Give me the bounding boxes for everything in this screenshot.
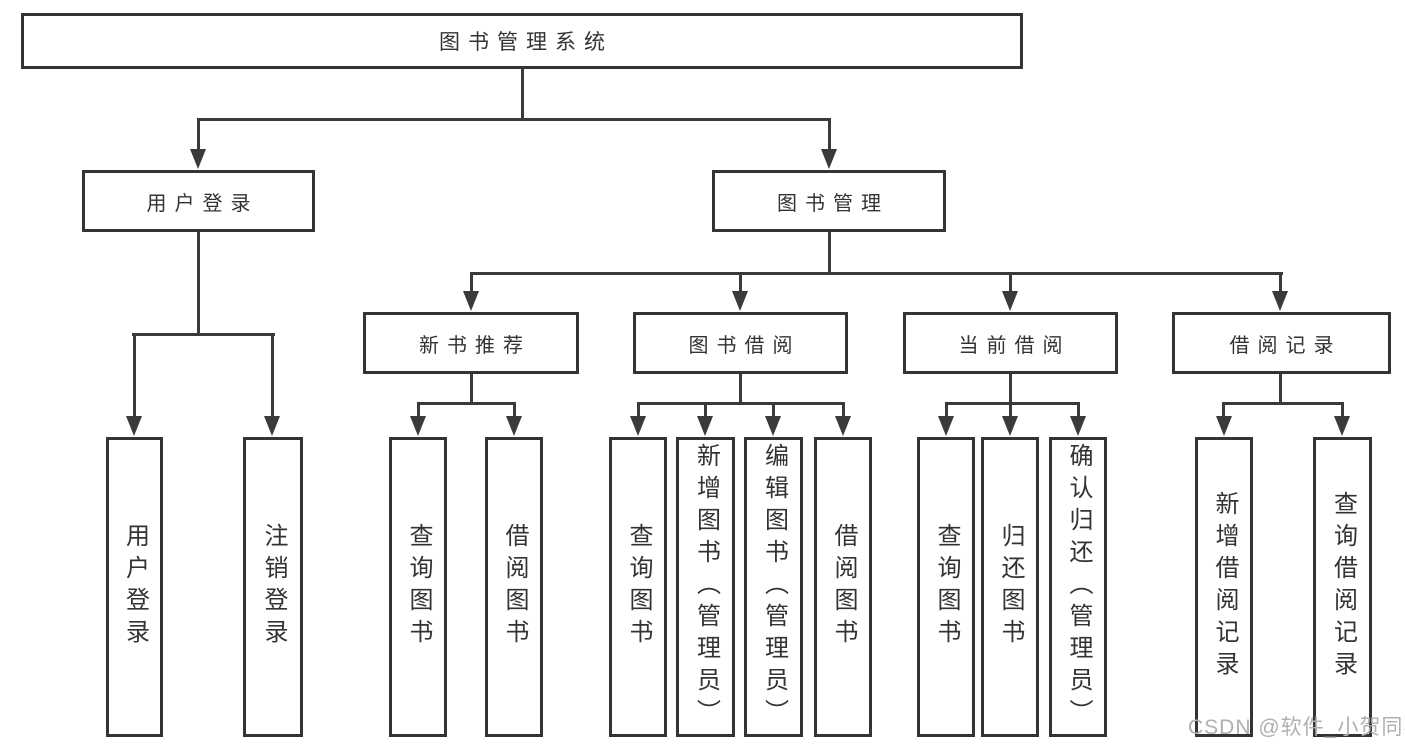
connector-segment	[704, 402, 707, 418]
connector-segment	[1009, 402, 1012, 418]
arrowhead-down-icon	[630, 416, 646, 436]
arrowhead-down-icon	[697, 416, 713, 436]
connector-segment	[945, 402, 1080, 405]
node-borrowing-records: 借阅记录	[1172, 312, 1391, 374]
node-label: 查询图书	[405, 523, 432, 651]
arrowhead-down-icon	[410, 416, 426, 436]
arrowhead-down-icon	[821, 149, 837, 169]
node-label: 用户登录	[121, 523, 149, 651]
connector-segment	[417, 402, 420, 418]
connector-segment	[271, 333, 274, 418]
arrowhead-down-icon	[1334, 416, 1350, 436]
node-label: 查询借阅记录	[1329, 491, 1357, 683]
arrowhead-down-icon	[732, 291, 748, 311]
arrowhead-down-icon	[765, 416, 781, 436]
node-label: 查询图书	[625, 523, 652, 651]
node-label: 用户登录	[146, 192, 259, 215]
node-label: 归还图书	[997, 523, 1024, 651]
arrowhead-down-icon	[264, 416, 280, 436]
connector-segment	[417, 402, 516, 405]
connector-segment	[132, 333, 275, 336]
node-leaf-bb-add-books: 新增图书（管理员）	[676, 437, 735, 737]
connector-segment	[470, 272, 473, 294]
connector-segment	[637, 402, 640, 418]
connector-segment	[197, 118, 831, 121]
connector-segment	[470, 374, 473, 405]
arrowhead-down-icon	[1070, 416, 1086, 436]
node-leaf-cb-confirm-return: 确认归还（管理员）	[1049, 437, 1107, 737]
node-current-borrowing: 当前借阅	[903, 312, 1118, 374]
arrowhead-down-icon	[1002, 416, 1018, 436]
connector-segment	[828, 118, 831, 152]
node-leaf-bb-edit-books: 编辑图书（管理员）	[744, 437, 803, 737]
connector-segment	[470, 272, 1283, 275]
connector-segment	[1077, 402, 1080, 418]
connector-segment	[945, 402, 948, 418]
node-leaf-logout: 注销登录	[243, 437, 303, 737]
node-book-management: 图书管理	[712, 170, 946, 232]
connector-segment	[1279, 374, 1282, 405]
node-label: 新增图书（管理员）	[692, 443, 720, 731]
node-root: 图书管理系统	[21, 13, 1023, 69]
connector-segment	[1279, 272, 1282, 294]
connector-segment	[637, 402, 845, 405]
node-label: 查询图书	[933, 523, 960, 651]
connector-segment	[772, 402, 775, 418]
node-new-book-recommend: 新书推荐	[363, 312, 579, 374]
arrowhead-down-icon	[938, 416, 954, 436]
node-leaf-bb-borrow-books: 借阅图书	[814, 437, 872, 737]
node-book-borrowing: 图书借阅	[633, 312, 848, 374]
arrowhead-down-icon	[1272, 291, 1288, 311]
arrowhead-down-icon	[506, 416, 522, 436]
connector-segment	[828, 231, 831, 274]
connector-segment	[1222, 402, 1344, 405]
arrowhead-down-icon	[1216, 416, 1232, 436]
connector-segment	[842, 402, 845, 418]
connector-segment	[197, 231, 200, 335]
node-label: 编辑图书（管理员）	[760, 443, 788, 731]
connector-segment	[133, 333, 136, 418]
node-leaf-cb-query-books: 查询图书	[917, 437, 975, 737]
node-leaf-br-query-record: 查询借阅记录	[1313, 437, 1372, 737]
node-leaf-br-add-record: 新增借阅记录	[1195, 437, 1253, 737]
node-leaf-bb-query-books: 查询图书	[609, 437, 667, 737]
arrowhead-down-icon	[463, 291, 479, 311]
arrowhead-down-icon	[190, 149, 206, 169]
connector-segment	[1009, 374, 1012, 405]
node-label: 确认归还（管理员）	[1065, 443, 1092, 731]
connector-segment	[1222, 402, 1225, 418]
node-label: 借阅记录	[1229, 334, 1342, 357]
connector-segment	[739, 272, 742, 294]
node-leaf-user-login: 用户登录	[106, 437, 163, 737]
node-label: 图书借阅	[688, 334, 801, 357]
node-leaf-nb-borrow-books: 借阅图书	[485, 437, 543, 737]
connector-segment	[197, 118, 200, 152]
connector-segment	[521, 69, 524, 120]
node-label: 注销登录	[260, 523, 287, 651]
node-label: 图书管理系统	[439, 31, 613, 54]
node-label: 新增借阅记录	[1211, 491, 1238, 683]
connector-segment	[1341, 402, 1344, 418]
connector-segment	[739, 374, 742, 405]
connector-segment	[513, 402, 516, 418]
node-label: 借阅图书	[501, 523, 528, 651]
node-leaf-nb-query-books: 查询图书	[389, 437, 447, 737]
arrowhead-down-icon	[1002, 291, 1018, 311]
node-label: 借阅图书	[830, 523, 857, 651]
node-label: 新书推荐	[419, 334, 531, 357]
arrowhead-down-icon	[835, 416, 851, 436]
connector-segment	[1009, 272, 1012, 294]
node-user-login: 用户登录	[82, 170, 315, 232]
node-label: 当前借阅	[958, 334, 1071, 357]
node-label: 图书管理	[777, 192, 889, 215]
arrowhead-down-icon	[126, 416, 142, 436]
node-leaf-cb-return-books: 归还图书	[981, 437, 1039, 737]
